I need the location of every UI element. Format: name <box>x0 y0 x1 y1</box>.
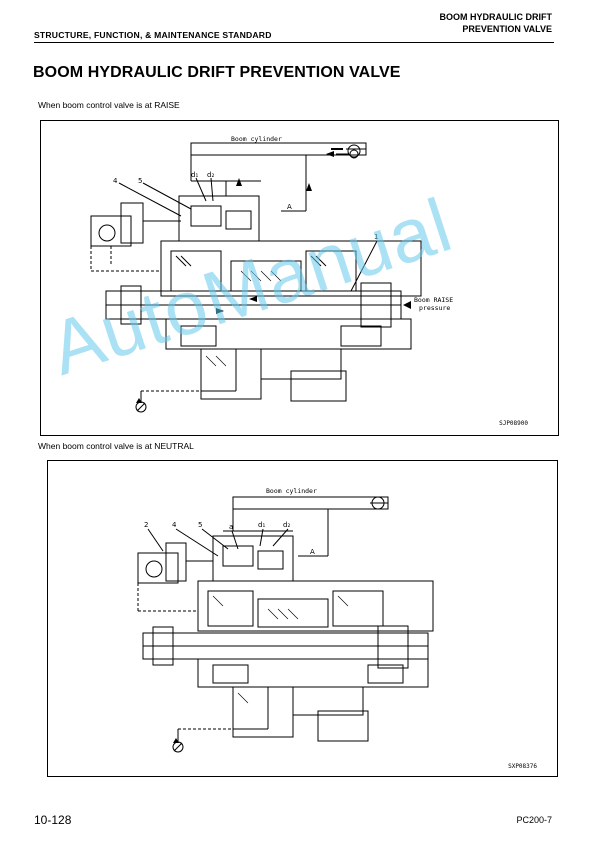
figure2-port-a: A <box>310 548 315 556</box>
figure1-callout-4: 4 <box>113 177 118 185</box>
header-topic: BOOM HYDRAULIC DRIFT PREVENTION VALVE <box>440 11 553 35</box>
figure2-callout-a: a <box>229 523 233 531</box>
figure2-callout-5: 5 <box>198 521 202 529</box>
figure2-callout-4: 4 <box>172 521 177 529</box>
header-topic-line2: PREVENTION VALVE <box>462 24 552 34</box>
figure1-caption: When boom control valve is at RAISE <box>38 100 180 110</box>
figure1-pressure-line1: Boom RAISE <box>414 296 453 304</box>
header-section: STRUCTURE, FUNCTION, & MAINTENANCE STAND… <box>34 30 272 40</box>
footer-model: PC200-7 <box>516 815 552 825</box>
footer-page-number: 10-128 <box>34 813 72 827</box>
figure1-port-a: A <box>287 203 292 211</box>
figure2-caption: When boom control valve is at NEUTRAL <box>38 441 194 451</box>
figure1-cylinder-label: Boom cylinder <box>231 135 282 143</box>
figure1-callout-1: 1 <box>374 233 378 241</box>
figure1-callout-d1: d₁ <box>191 171 198 179</box>
figure1-diagram: Boom cylinder A 4 5 d₁ d₂ 1 Boom RAISE p… <box>90 135 453 413</box>
header-rule <box>34 42 554 43</box>
page-title: BOOM HYDRAULIC DRIFT PREVENTION VALVE <box>33 64 401 81</box>
header-topic-line1: BOOM HYDRAULIC DRIFT <box>439 12 553 22</box>
figure1-ref: SJP08900 <box>499 420 528 427</box>
figure1-pressure-line2: pressure <box>419 304 450 312</box>
figure2-ref: SXP08376 <box>508 763 537 770</box>
figure2-diagram: Boom cylinder A 2 4 5 a d₁ d₂ <box>137 487 434 753</box>
figure2-callout-2: 2 <box>144 521 148 529</box>
figure1-callout-5: 5 <box>138 177 142 185</box>
figure2-callout-d1: d₁ <box>258 521 265 529</box>
figure2-callout-d2: d₂ <box>283 521 290 529</box>
figure2-frame: Boom cylinder A 2 4 5 a d₁ d₂ SXP08376 <box>47 460 558 777</box>
figure1-frame: Boom cylinder A 4 5 d₁ d₂ 1 Boom RAISE p… <box>40 120 559 436</box>
figure1-callout-d2: d₂ <box>207 171 214 179</box>
figure2-cylinder-label: Boom cylinder <box>266 487 317 495</box>
